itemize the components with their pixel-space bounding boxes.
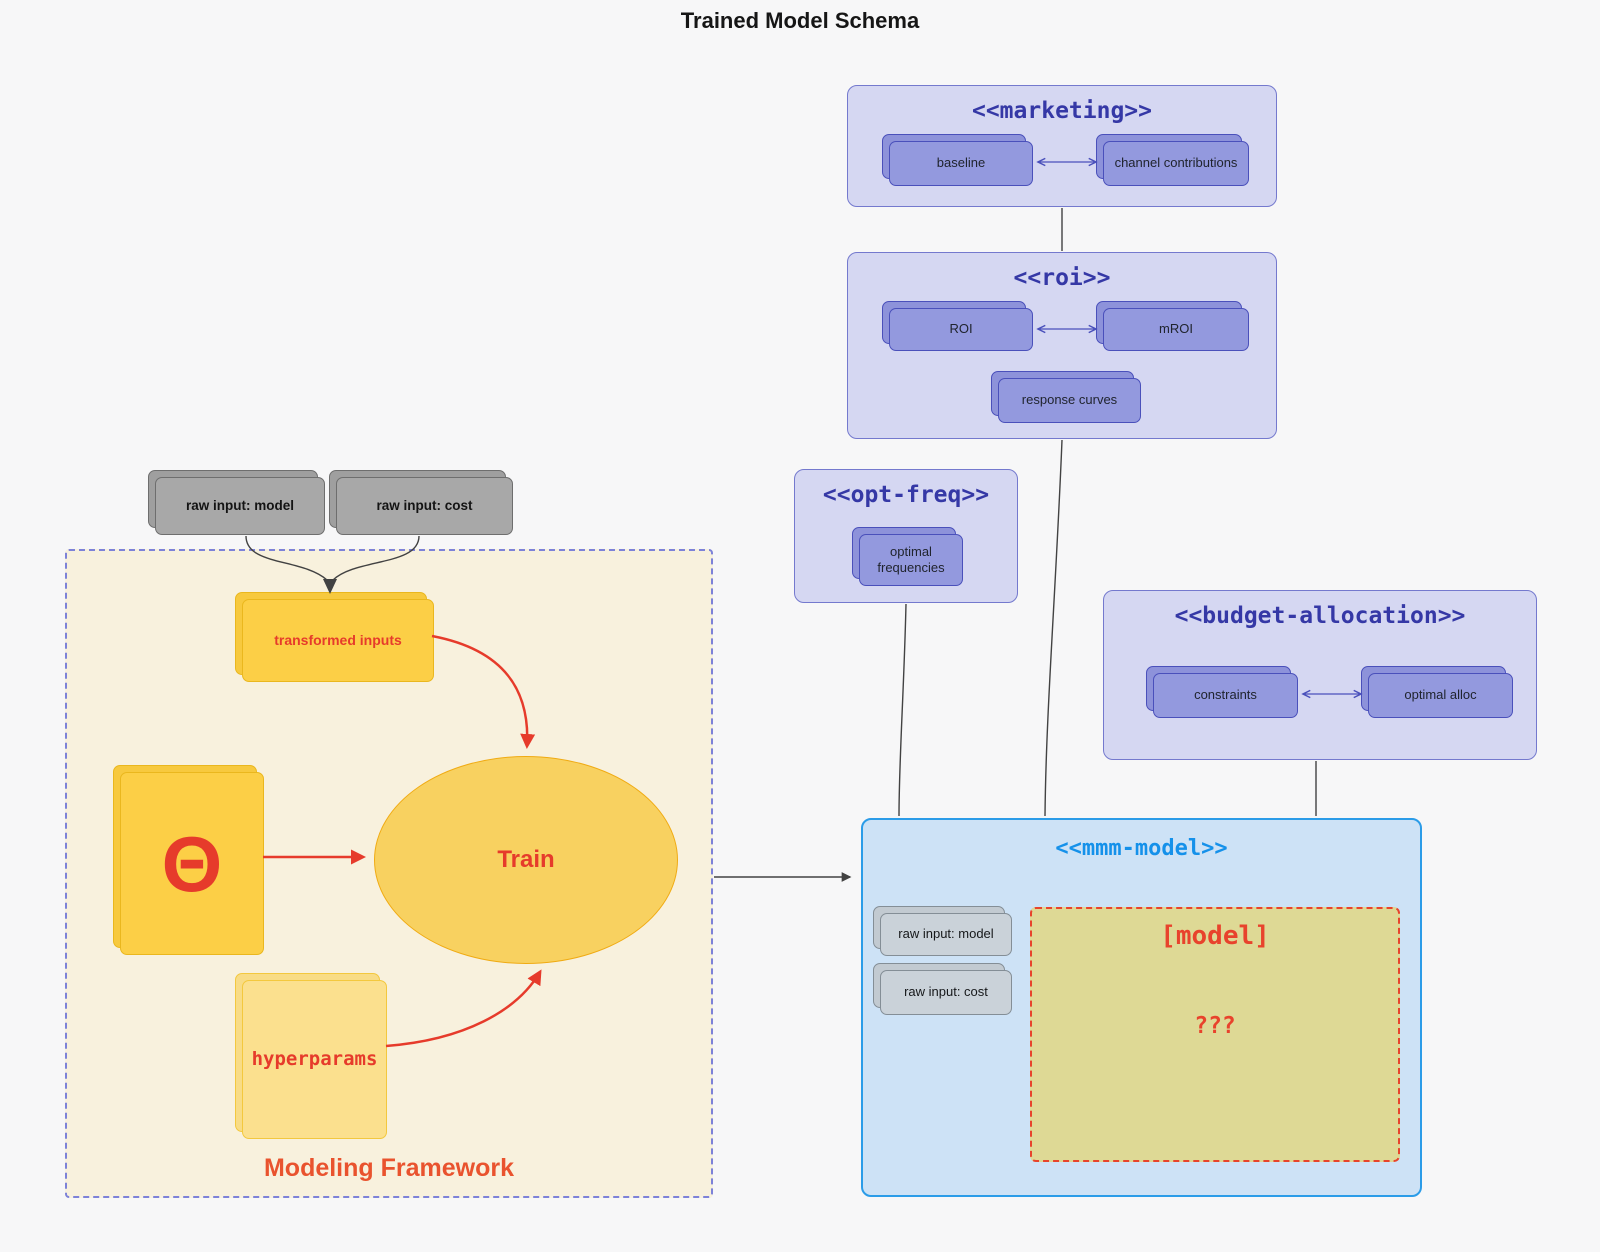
edge-roi-to-mmm	[1044, 439, 1063, 817]
theta-symbol: Θ	[161, 819, 223, 908]
node-optimal-alloc: optimal alloc	[1361, 666, 1513, 718]
node-hyperparams-label: hyperparams	[251, 1047, 378, 1070]
node-response-curves-label: response curves	[1021, 392, 1118, 408]
group-roi: <<roi>> ROI mROI response curves	[847, 252, 1277, 439]
group-marketing: <<marketing>> baseline channel contribut…	[847, 85, 1277, 207]
group-mmm-model-title: <<mmm-model>>	[1055, 836, 1228, 861]
model-placeholder-label: [model]	[1160, 921, 1270, 951]
group-mmm-model: <<mmm-model>> raw input: model raw input…	[861, 818, 1422, 1197]
group-marketing-title: <<marketing>>	[971, 98, 1152, 124]
node-raw-input-model-mmm-label: raw input: model	[898, 926, 994, 942]
group-roi-title: <<roi>>	[1013, 265, 1111, 291]
node-transformed-inputs: transformed inputs	[235, 592, 434, 682]
node-baseline: baseline	[882, 134, 1033, 186]
group-opt-freq: <<opt-freq>> optimal frequencies	[794, 469, 1018, 603]
page-title: Trained Model Schema	[680, 8, 920, 33]
edge-opt-freq-to-mmm	[898, 603, 907, 817]
node-mroi: mROI	[1096, 301, 1249, 351]
node-raw-input-model-label: raw input: model	[186, 497, 294, 513]
node-channel-contributions: channel contributions	[1096, 134, 1249, 186]
node-optimal-alloc-label: optimal alloc	[1404, 687, 1477, 703]
model-unknown-label: ???	[1194, 1013, 1236, 1039]
modeling-framework-label: Modeling Framework	[263, 1154, 515, 1182]
node-theta: Θ	[113, 765, 264, 955]
group-modeling-framework: transformed inputs Θ Train hyperparams M…	[65, 549, 713, 1198]
group-budget-allocation-title: <<budget-allocation>>	[1174, 603, 1466, 629]
node-train-label: Train	[497, 846, 555, 873]
node-constraints: constraints	[1146, 666, 1298, 718]
node-roi-label: ROI	[949, 321, 973, 337]
node-hyperparams: hyperparams	[235, 973, 387, 1139]
node-transformed-inputs-label: transformed inputs	[274, 631, 402, 648]
node-raw-input-cost-mmm: raw input: cost	[873, 963, 1012, 1015]
node-optimal-frequencies: optimal frequencies	[852, 527, 963, 586]
node-baseline-label: baseline	[936, 155, 986, 171]
node-mroi-label: mROI	[1159, 321, 1193, 337]
node-raw-input-cost: raw input: cost	[329, 470, 513, 535]
node-channel-contributions-label: channel contributions	[1114, 155, 1238, 171]
node-roi: ROI	[882, 301, 1033, 351]
node-optimal-frequencies-label: optimal frequencies	[877, 543, 945, 575]
group-budget-allocation: <<budget-allocation>> constraints optima…	[1103, 590, 1537, 760]
node-raw-input-cost-label: raw input: cost	[376, 497, 473, 513]
group-opt-freq-title: <<opt-freq>>	[822, 482, 990, 508]
node-response-curves: response curves	[991, 371, 1141, 423]
node-raw-input-model-mmm: raw input: model	[873, 906, 1012, 956]
node-raw-input-cost-mmm-label: raw input: cost	[904, 984, 988, 1000]
node-constraints-label: constraints	[1194, 687, 1257, 703]
node-model-placeholder: [model] ???	[1030, 907, 1400, 1162]
node-train: Train	[374, 756, 678, 964]
node-raw-input-model: raw input: model	[148, 470, 325, 535]
